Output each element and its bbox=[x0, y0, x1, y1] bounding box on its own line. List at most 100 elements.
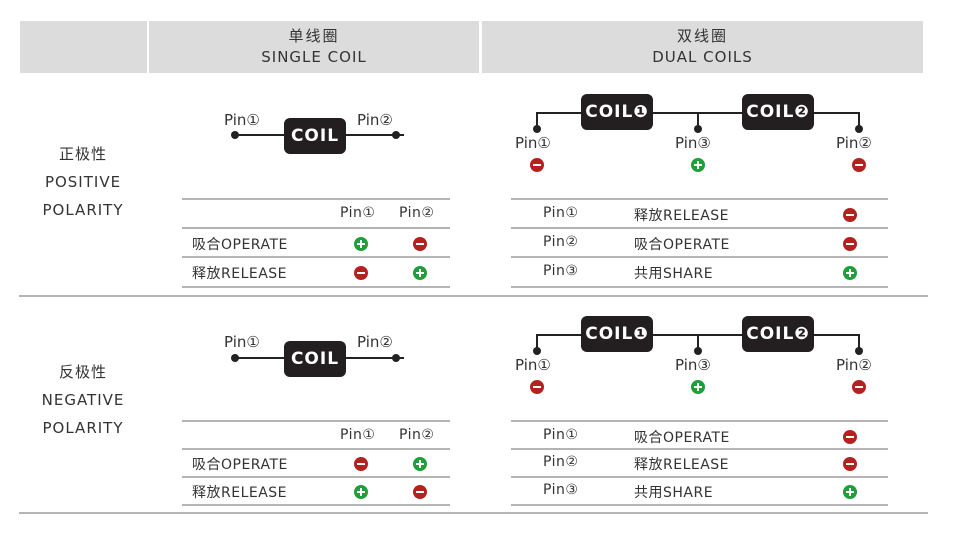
wire bbox=[536, 334, 538, 350]
terminal-dot bbox=[855, 125, 863, 133]
pin-cell: Pin② bbox=[543, 454, 579, 470]
coil-block: COIL bbox=[284, 341, 346, 377]
state-label: 吸合OPERATE bbox=[192, 237, 288, 253]
state-label: 释放RELEASE bbox=[192, 485, 288, 501]
terminal-dot bbox=[392, 354, 400, 362]
plus-icon bbox=[354, 237, 368, 251]
wire bbox=[536, 112, 538, 128]
minus-icon bbox=[354, 457, 368, 471]
table-rule bbox=[511, 420, 888, 422]
minus-icon bbox=[530, 158, 544, 172]
section-divider bbox=[19, 295, 928, 297]
coil2-block: COIL❷ bbox=[742, 316, 814, 352]
terminal-dot bbox=[392, 131, 400, 139]
table-rule bbox=[182, 476, 450, 478]
table-rule bbox=[511, 227, 888, 229]
table-rule bbox=[511, 504, 888, 506]
plus-icon bbox=[691, 158, 705, 172]
terminal-dot bbox=[855, 347, 863, 355]
header-single-en: SINGLE COIL bbox=[261, 48, 367, 66]
terminal-dot bbox=[533, 125, 541, 133]
minus-icon bbox=[530, 380, 544, 394]
table-rule bbox=[182, 504, 450, 506]
pin-label: Pin② bbox=[836, 356, 872, 374]
pin-label: Pin② bbox=[357, 333, 393, 351]
pin-label: Pin② bbox=[357, 111, 393, 129]
state-label: 吸合OPERATE bbox=[192, 457, 288, 473]
coil2-block: COIL❷ bbox=[742, 94, 814, 130]
plus-icon bbox=[413, 457, 427, 471]
state-cell: 释放RELEASE bbox=[634, 457, 730, 473]
col-header: Pin① bbox=[340, 205, 376, 221]
table-rule bbox=[511, 256, 888, 258]
pin-label: Pin① bbox=[224, 111, 260, 129]
table-rule bbox=[182, 227, 450, 229]
pin-cell: Pin② bbox=[543, 234, 579, 250]
plus-icon bbox=[413, 266, 427, 280]
minus-icon bbox=[843, 237, 857, 251]
state-cell: 吸合OPERATE bbox=[634, 237, 730, 253]
header-single-coil: 单线圈 SINGLE COIL bbox=[149, 21, 479, 73]
minus-icon bbox=[843, 208, 857, 222]
minus-icon bbox=[852, 380, 866, 394]
label-cn: 反极性 bbox=[58, 363, 107, 381]
table-rule bbox=[182, 256, 450, 258]
header-blank-cell bbox=[20, 21, 147, 73]
pin-label: Pin② bbox=[836, 134, 872, 152]
minus-icon bbox=[852, 158, 866, 172]
plus-icon bbox=[354, 485, 368, 499]
col-header: Pin② bbox=[399, 205, 435, 221]
table-rule bbox=[511, 448, 888, 450]
pin-cell: Pin① bbox=[543, 427, 579, 443]
label-en2: POLARITY bbox=[42, 419, 124, 437]
coil1-block: COIL❶ bbox=[581, 94, 653, 130]
col-header: Pin① bbox=[340, 427, 376, 443]
section-divider bbox=[19, 512, 928, 514]
pin-cell: Pin① bbox=[543, 205, 579, 221]
minus-icon bbox=[413, 237, 427, 251]
label-en2: POLARITY bbox=[42, 201, 124, 219]
pin-label: Pin③ bbox=[675, 134, 711, 152]
minus-icon bbox=[354, 266, 368, 280]
table-rule bbox=[182, 198, 450, 200]
label-cn: 正极性 bbox=[58, 145, 107, 163]
header-dual-en: DUAL COILS bbox=[652, 48, 753, 66]
wire bbox=[697, 334, 699, 350]
terminal-dot bbox=[231, 131, 239, 139]
table-rule bbox=[511, 286, 888, 288]
plus-icon bbox=[843, 485, 857, 499]
plus-icon bbox=[843, 266, 857, 280]
pin-label: Pin③ bbox=[675, 356, 711, 374]
minus-icon bbox=[413, 485, 427, 499]
terminal-dot bbox=[694, 125, 702, 133]
state-cell: 吸合OPERATE bbox=[634, 430, 730, 446]
label-en1: NEGATIVE bbox=[41, 391, 125, 409]
positive-polarity-label: 正极性 POSITIVE POLARITY bbox=[20, 140, 146, 224]
header-single-cn: 单线圈 bbox=[288, 27, 340, 45]
header-dual-coils: 双线圈 DUAL COILS bbox=[482, 21, 923, 73]
pin-label: Pin① bbox=[515, 134, 551, 152]
state-label: 释放RELEASE bbox=[192, 266, 288, 282]
table-rule bbox=[182, 448, 450, 450]
plus-icon bbox=[691, 380, 705, 394]
coil1-block: COIL❶ bbox=[581, 316, 653, 352]
table-rule bbox=[182, 286, 450, 288]
state-cell: 释放RELEASE bbox=[634, 208, 730, 224]
negative-polarity-label: 反极性 NEGATIVE POLARITY bbox=[20, 358, 146, 442]
state-cell: 共用SHARE bbox=[634, 485, 714, 501]
pin-cell: Pin③ bbox=[543, 482, 579, 498]
header-dual-cn: 双线圈 bbox=[676, 27, 728, 45]
wire bbox=[697, 112, 699, 128]
pin-label: Pin① bbox=[515, 356, 551, 374]
label-en1: POSITIVE bbox=[44, 173, 122, 191]
terminal-dot bbox=[231, 354, 239, 362]
wire bbox=[858, 112, 860, 128]
terminal-dot bbox=[533, 347, 541, 355]
wire bbox=[858, 334, 860, 350]
minus-icon bbox=[843, 457, 857, 471]
table-rule bbox=[182, 420, 450, 422]
col-header: Pin② bbox=[399, 427, 435, 443]
pin-cell: Pin③ bbox=[543, 263, 579, 279]
pin-label: Pin① bbox=[224, 333, 260, 351]
coil-block: COIL bbox=[284, 118, 346, 154]
